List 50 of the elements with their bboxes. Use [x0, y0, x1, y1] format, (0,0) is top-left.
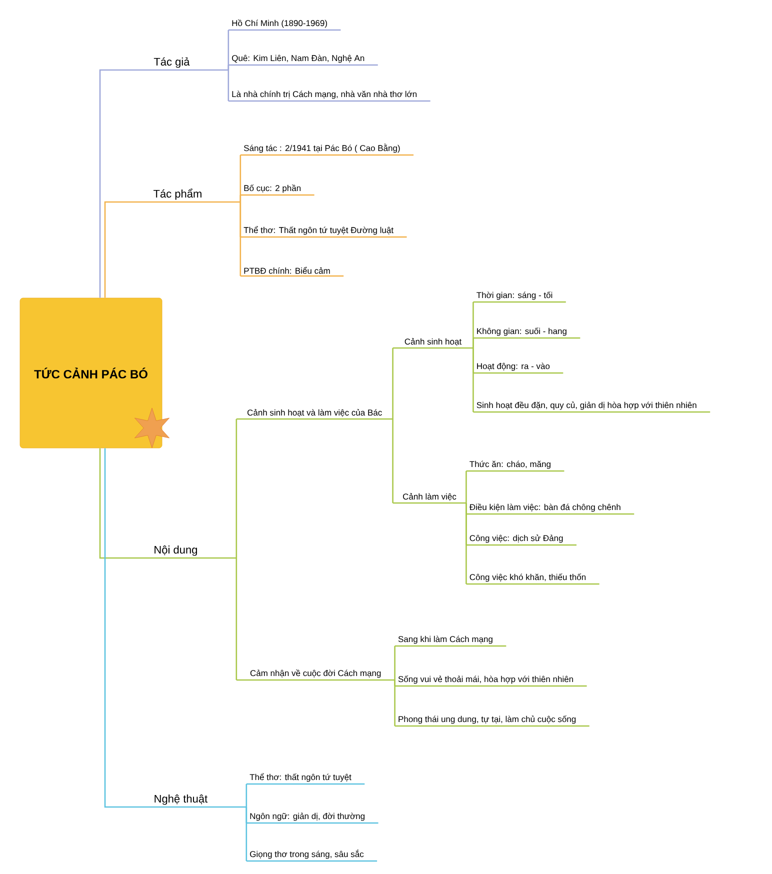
topic-text: Sinh hoạt đều đặn, quy củ, giản dị hòa hợp với thiên nhiên	[473, 402, 710, 413]
topic-text: Cảnh sinh hoạt	[392, 338, 474, 349]
branch-line	[246, 784, 248, 807]
topic-text: Hoạt động: ra - vào	[473, 362, 564, 374]
topic-text: Giọng thơ trong sáng, sâu sắc	[246, 850, 378, 862]
topic-text: Thời gian: sáng - tối	[473, 292, 566, 303]
branch-line	[104, 448, 115, 808]
topic-text: Điều kiện làm việc: bàn đá chông chênh	[466, 504, 634, 515]
branch-line	[240, 202, 242, 276]
title-box: TỨC CẢNH PÁC BÓ	[20, 298, 162, 448]
topic-text: Sáng tác : 2/1941 tại Pác Bó ( Cao Bằng)	[240, 144, 414, 156]
topic-text: Công việc: dịch sử Đảng	[466, 534, 576, 546]
topic-text: Không gian: suối - hang	[473, 328, 580, 339]
topic-text: Quê: Kim Liên, Nam Đàn, Nghệ An	[228, 54, 378, 66]
topic-text: Thể thơ: thất ngôn tứ tuyệt	[246, 773, 365, 785]
branch-line	[228, 70, 230, 101]
branch-line	[236, 558, 238, 680]
branch-line	[466, 503, 467, 584]
topic-text: Cảnh sinh hoạt và làm việc của Bác	[236, 409, 393, 420]
topic-text: Là nhà chính trị Cách mạng, nhà văn nhà thơ lớn	[228, 90, 430, 102]
topic-text: Tác phẩm	[115, 188, 240, 203]
topic-text: Tác giả	[115, 57, 228, 71]
branch-line	[466, 471, 467, 503]
topic-text: Hồ Chí Minh (1890-1969)	[228, 20, 341, 31]
topic-text: Ngôn ngữ: giản dị, đời thường	[246, 812, 378, 824]
topic-text: Thức ăn: cháo, măng	[466, 460, 564, 472]
branch-line	[392, 419, 394, 503]
topic-text: Nghệ thuật	[115, 794, 246, 808]
branch-line	[472, 348, 474, 412]
branch-line	[236, 419, 238, 558]
branch-line	[394, 646, 396, 680]
branch-line	[246, 807, 248, 861]
topic-text: Cảm nhận về cuộc đời Cách mạng	[236, 670, 395, 681]
branch-line	[392, 348, 394, 419]
topic-text: Thể thơ: Thất ngôn tứ tuyệt Đường luật	[240, 226, 407, 238]
topic-text: Công việc khó khăn, thiếu thốn	[466, 574, 600, 585]
topic-text: Sang khi làm Cách mạng	[394, 636, 506, 647]
topic-text: Nội dung	[115, 546, 236, 559]
branch-line	[394, 680, 396, 726]
topic-text: Phong thái ung dung, tự tại, làm chủ cuộc sống	[394, 716, 590, 727]
branch-line	[99, 69, 115, 298]
branch-line	[240, 195, 242, 202]
topic-text: Bố cục: 2 phần	[240, 184, 314, 196]
branch-line	[472, 338, 474, 348]
topic-text: Sống vui vẻ thoải mái, hòa hợp với thiên nhiên	[394, 676, 587, 687]
topic-text: PTBĐ chính: Biểu cảm	[240, 266, 344, 277]
branch-line	[99, 448, 115, 559]
topic-text: Cảnh làm việc	[392, 493, 466, 504]
branch-line	[228, 65, 230, 70]
branch-line	[104, 201, 115, 298]
